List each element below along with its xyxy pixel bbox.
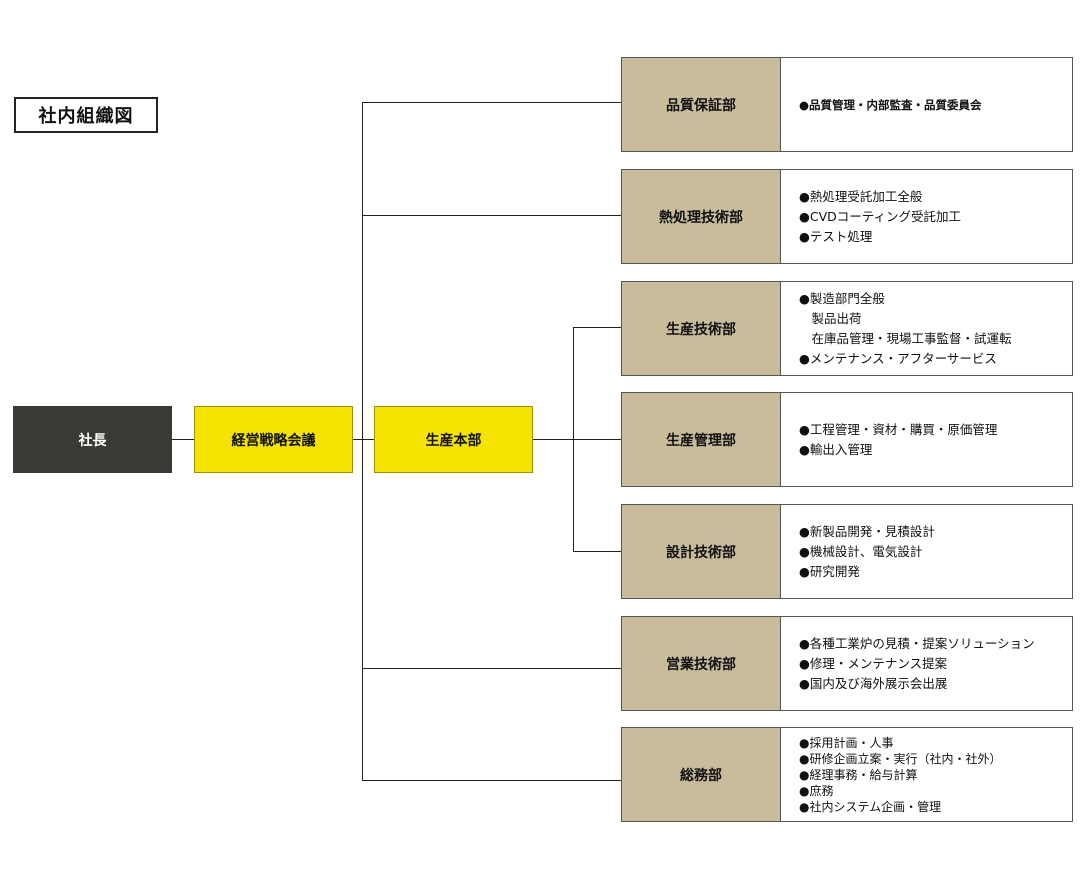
dept-item: 製品出荷 [799,310,862,326]
dept-production-management: 生産管理部 ●工程管理・資材・購買・原価管理 ●輸出入管理 [621,392,1073,487]
dept-description: ●熱処理受託加工全般 ●CVDコーティング受託加工 ●テスト処理 [781,170,1072,263]
dept-item: ●機械設計、電気設計 [799,543,923,559]
connector-president-strategy [172,439,194,440]
dept-item: ●メンテナンス・アフターサービス [799,350,997,366]
dept-item: ●工程管理・資材・購買・原価管理 [799,421,998,437]
dept-item: ●採用計画・人事 [799,735,894,750]
dept-design-engineering: 設計技術部 ●新製品開発・見積設計 ●機械設計、電気設計 ●研究開発 [621,504,1073,599]
dept-quality-assurance: 品質保証部 ●品質管理・内部監査・品質委員会 [621,57,1073,152]
branch-design-engineering [573,551,621,552]
dept-name: 生産管理部 [622,393,781,486]
dept-item: ●テスト処理 [799,228,873,244]
dept-description: ●各種工業炉の見積・提案ソリューション ●修理・メンテナンス提案 ●国内及び海外… [781,617,1072,710]
dept-name: 品質保証部 [622,58,781,151]
trunk-vertical-hq [573,327,574,552]
dept-name: 生産技術部 [622,282,781,375]
dept-item: ●品質管理・内部監査・品質委員会 [799,97,982,112]
dept-production-engineering: 生産技術部 ●製造部門全般 製品出荷 在庫品管理・現場工事監督・試運転 ●メンテ… [621,281,1073,376]
dept-description: ●品質管理・内部監査・品質委員会 [781,58,1072,151]
dept-description: ●工程管理・資材・購買・原価管理 ●輸出入管理 [781,393,1072,486]
dept-item: ●研修企画立案・実行（社内・社外） [799,751,1002,766]
dept-item: ●製造部門全般 [799,290,885,306]
dept-item: ●各種工業炉の見積・提案ソリューション [799,635,1035,651]
branch-quality-assurance [362,102,621,103]
dept-description: ●採用計画・人事 ●研修企画立案・実行（社内・社外） ●経理事務・給与計算 ●庶… [781,728,1072,821]
dept-name: 総務部 [622,728,781,821]
dept-item: ●熱処理受託加工全般 [799,188,923,204]
dept-item: ●CVDコーティング受託加工 [799,208,962,224]
branch-general-affairs [362,780,621,781]
connector-hq-right [533,439,621,440]
branch-production-engineering [573,327,621,328]
dept-item: ●国内及び海外展示会出展 [799,675,948,691]
dept-item: ●修理・メンテナンス提案 [799,655,948,671]
dept-heat-treatment: 熱処理技術部 ●熱処理受託加工全般 ●CVDコーティング受託加工 ●テスト処理 [621,169,1073,264]
dept-item: ●新製品開発・見積設計 [799,523,935,539]
dept-description: ●新製品開発・見積設計 ●機械設計、電気設計 ●研究開発 [781,505,1072,598]
dept-description: ●製造部門全般 製品出荷 在庫品管理・現場工事監督・試運転 ●メンテナンス・アフ… [781,282,1072,375]
dept-sales-engineering: 営業技術部 ●各種工業炉の見積・提案ソリューション ●修理・メンテナンス提案 ●… [621,616,1073,711]
dept-item: ●研究開発 [799,563,860,579]
strategy-meeting-node: 経営戦略会議 [194,406,353,473]
branch-sales-engineering [362,668,621,669]
dept-name: 営業技術部 [622,617,781,710]
dept-name: 熱処理技術部 [622,170,781,263]
dept-item: ●社内システム企画・管理 [799,799,942,814]
dept-name: 設計技術部 [622,505,781,598]
dept-item: ●経理事務・給与計算 [799,767,918,782]
president-node: 社長 [13,406,172,473]
branch-heat-treatment [362,215,621,216]
trunk-vertical-main [362,102,363,781]
chart-title: 社内組織図 [14,97,158,133]
dept-item: 在庫品管理・現場工事監督・試運転 [799,330,1012,346]
dept-general-affairs: 総務部 ●採用計画・人事 ●研修企画立案・実行（社内・社外） ●経理事務・給与計… [621,727,1073,822]
dept-item: ●輸出入管理 [799,441,873,457]
dept-item: ●庶務 [799,783,834,798]
production-hq-node: 生産本部 [374,406,533,473]
connector-strategy-hq [353,439,374,440]
